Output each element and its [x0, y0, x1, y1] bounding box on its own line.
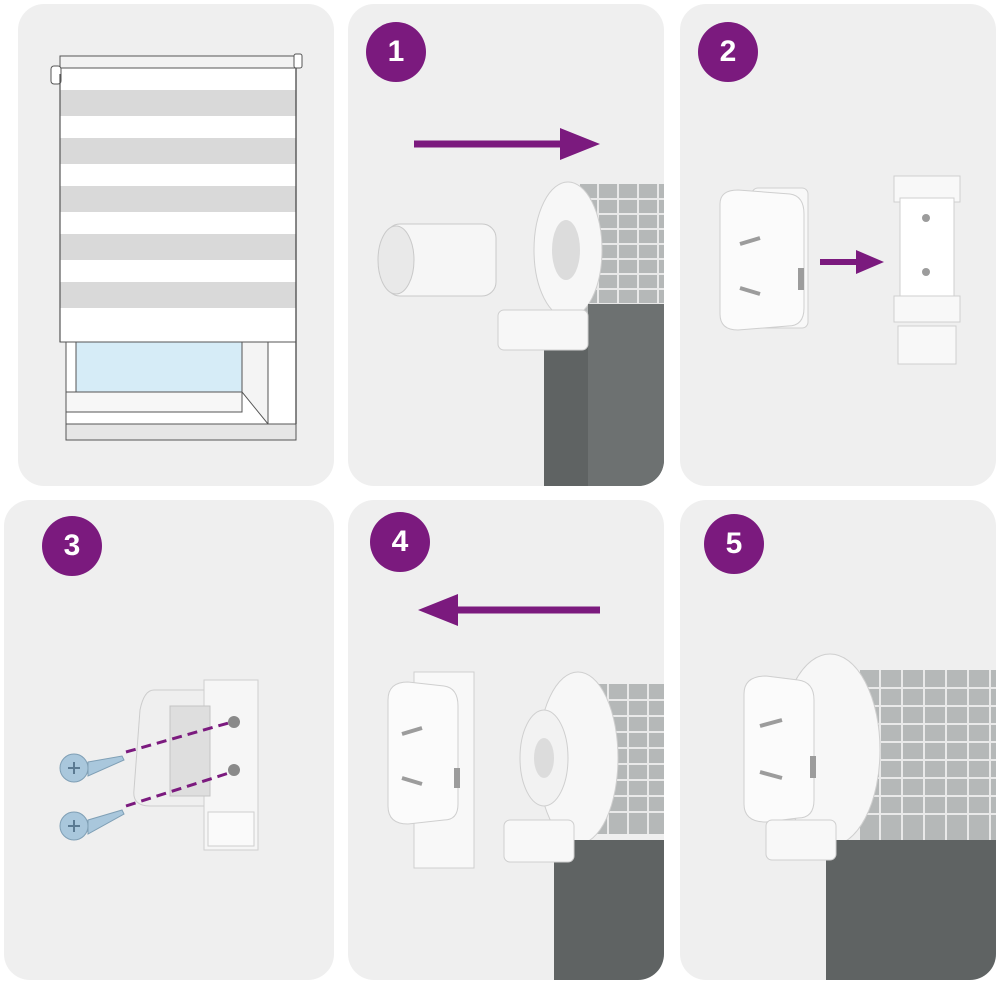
step-1-panel: 1 — [348, 4, 664, 486]
step-4-panel: 4 — [348, 500, 664, 980]
step-3-illustration — [59, 679, 259, 851]
step-badge-4: 4 — [370, 512, 430, 572]
step-4-illustration — [387, 594, 664, 980]
arrow-right-icon — [560, 128, 600, 160]
step-3-panel: 3 — [4, 500, 334, 980]
step-2-illustration — [719, 175, 961, 365]
step-2-panel: 2 — [680, 4, 996, 486]
bracket-icon — [893, 175, 961, 365]
screw-icon — [59, 753, 125, 783]
step-5-illustration — [743, 653, 996, 980]
step-5-panel: 5 — [680, 500, 996, 980]
step-badge-5: 5 — [704, 514, 764, 574]
step-badge-1: 1 — [366, 22, 426, 82]
roller-blind-illustration — [50, 53, 303, 441]
step-badge-3: 3 — [42, 516, 102, 576]
overview-panel — [18, 4, 334, 486]
screw-icon — [59, 809, 125, 841]
step-1-illustration — [377, 128, 664, 486]
arrow-left-icon — [418, 594, 458, 626]
arrow-right-icon — [856, 250, 884, 274]
step-badge-2: 2 — [698, 22, 758, 82]
